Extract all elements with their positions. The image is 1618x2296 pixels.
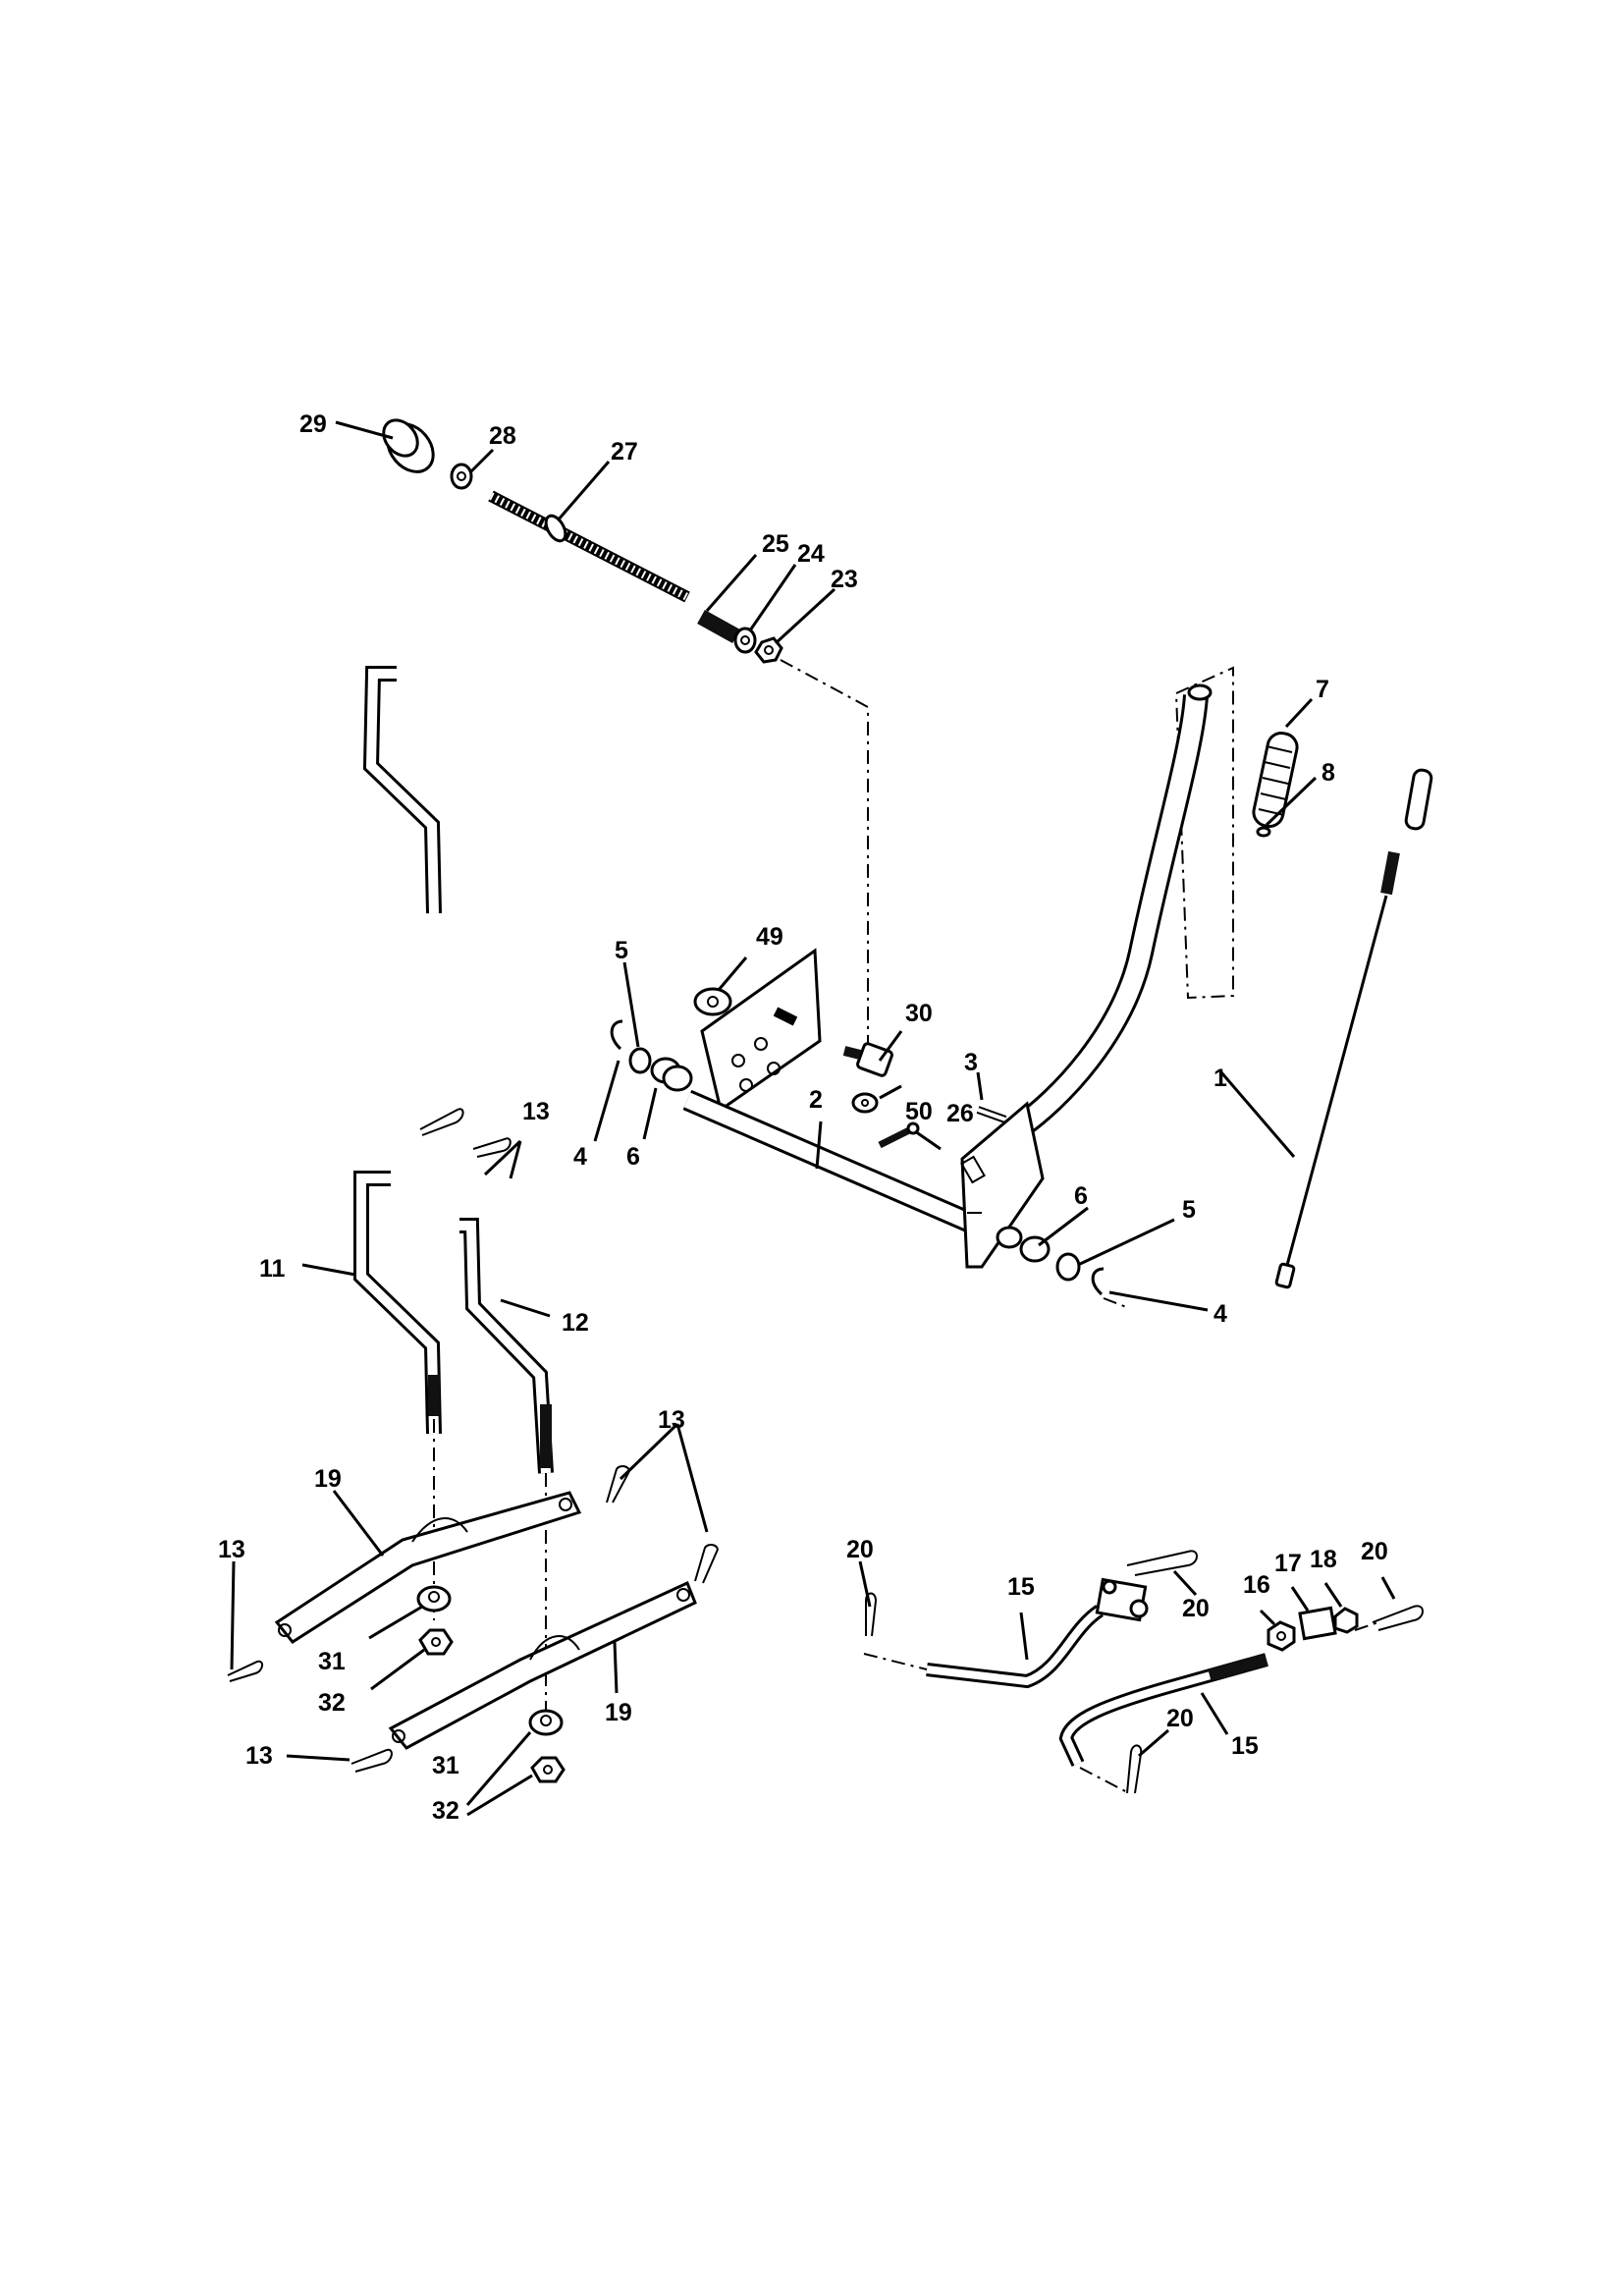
label-13-top: 13 [522,1098,550,1125]
lift-handle [1008,683,1213,1140]
block-17 [1298,1606,1337,1641]
washer-28 [450,463,473,490]
label-4-left: 4 [573,1143,587,1171]
washer-5-left [628,1047,652,1074]
callout-labels: 29 28 27 25 24 23 7 8 49 30 5 3 2 50 26 … [218,410,1388,1825]
label-26: 26 [946,1100,974,1127]
label-17: 17 [1274,1550,1302,1577]
shaft-2 [682,1089,987,1238]
pin-3 [976,1106,1007,1123]
clip-4-left [610,1019,623,1051]
washer-49 [693,987,732,1016]
grip-7 [1252,732,1299,828]
label-20-right: 20 [1361,1538,1388,1565]
label-19-lower: 19 [605,1699,632,1726]
centerline-15-lower [1079,1767,1130,1794]
label-29: 29 [299,410,327,438]
nut-32-lower [530,1756,566,1783]
hairpin-20-mid [1126,1550,1198,1576]
label-20-mid: 20 [1182,1595,1210,1622]
label-32-upper: 32 [318,1689,346,1717]
centerline-23-30 [780,659,869,1056]
handle-grip-outline [1174,666,1234,1000]
label-11: 11 [259,1255,286,1283]
label-32-lower: 32 [432,1797,459,1825]
label-15-lower: 15 [1231,1732,1259,1760]
label-18: 18 [1310,1546,1337,1573]
pin-8 [1256,826,1271,838]
label-5-right: 5 [1182,1196,1196,1224]
rod-15-upper [926,1577,1149,1689]
label-15-upper: 15 [1007,1573,1035,1601]
leader-lines [230,420,1396,1817]
label-3: 3 [964,1049,978,1076]
label-23: 23 [831,566,858,593]
knob-29 [382,418,435,473]
label-31-upper: 31 [318,1648,346,1675]
label-27: 27 [611,438,638,465]
hairpin-13-top [419,1108,512,1158]
centerline-15-upper [863,1653,928,1670]
bolt-26 [878,1121,920,1149]
spring-25 [697,610,740,643]
link-11 [362,666,442,914]
washer-5-right [1055,1252,1081,1282]
hairpin-13-left [227,1660,263,1682]
bushing-31-lower [528,1709,564,1736]
label-1: 1 [1214,1065,1227,1092]
label-6-right: 6 [1074,1182,1088,1210]
label-7: 7 [1316,676,1329,703]
link-12 [459,1218,554,1474]
bushing-31-upper [416,1585,452,1613]
nut-32-upper [418,1628,454,1656]
pivot-30 [842,1042,893,1077]
label-12: 12 [562,1309,589,1337]
hairpin-13-bottom [351,1748,393,1773]
label-19-upper: 19 [314,1465,342,1493]
hairpin-13-mid [606,1465,719,1584]
nut-23 [754,636,783,664]
label-5-left: 5 [615,937,628,964]
label-13-left: 13 [218,1536,245,1563]
link-11-body [353,1171,442,1435]
label-31-lower: 31 [432,1752,459,1779]
lift-arm-19-upper [274,1491,582,1644]
nut-16 [1267,1620,1296,1652]
bracket-plate [700,948,822,1113]
label-13-mid: 13 [658,1406,685,1434]
nut-18 [1333,1607,1359,1634]
label-49: 49 [756,923,783,951]
label-24: 24 [797,540,825,568]
label-20-left: 20 [846,1536,874,1563]
centerline-17 [1354,1621,1379,1631]
label-30: 30 [905,1000,933,1027]
label-20-bottom: 20 [1166,1705,1194,1732]
hairpin-20-bottom [1126,1744,1143,1794]
label-2: 2 [809,1086,823,1114]
label-8: 8 [1321,759,1335,787]
label-16: 16 [1243,1571,1270,1599]
lift-arm-19-lower [388,1580,697,1750]
label-28: 28 [489,422,516,450]
bushing-6-right [996,1226,1051,1263]
washer-50 [851,1092,879,1114]
threaded-rod-27 [488,490,690,603]
clip-4-right [1091,1267,1105,1296]
washer-24 [733,627,757,654]
hairpin-20-left [865,1592,878,1637]
rod-15-lower [1058,1653,1268,1767]
label-6-left: 6 [626,1143,640,1171]
label-13-bottom: 13 [245,1742,273,1770]
label-4-right: 4 [1214,1300,1227,1328]
handle-bracket [960,1101,1045,1269]
label-50: 50 [905,1098,933,1125]
label-25: 25 [762,530,789,558]
bushing-6-left [650,1057,693,1092]
hairpin-20-right [1372,1605,1424,1631]
centerline-4-right [1103,1297,1130,1309]
cable-1 [1274,768,1433,1289]
